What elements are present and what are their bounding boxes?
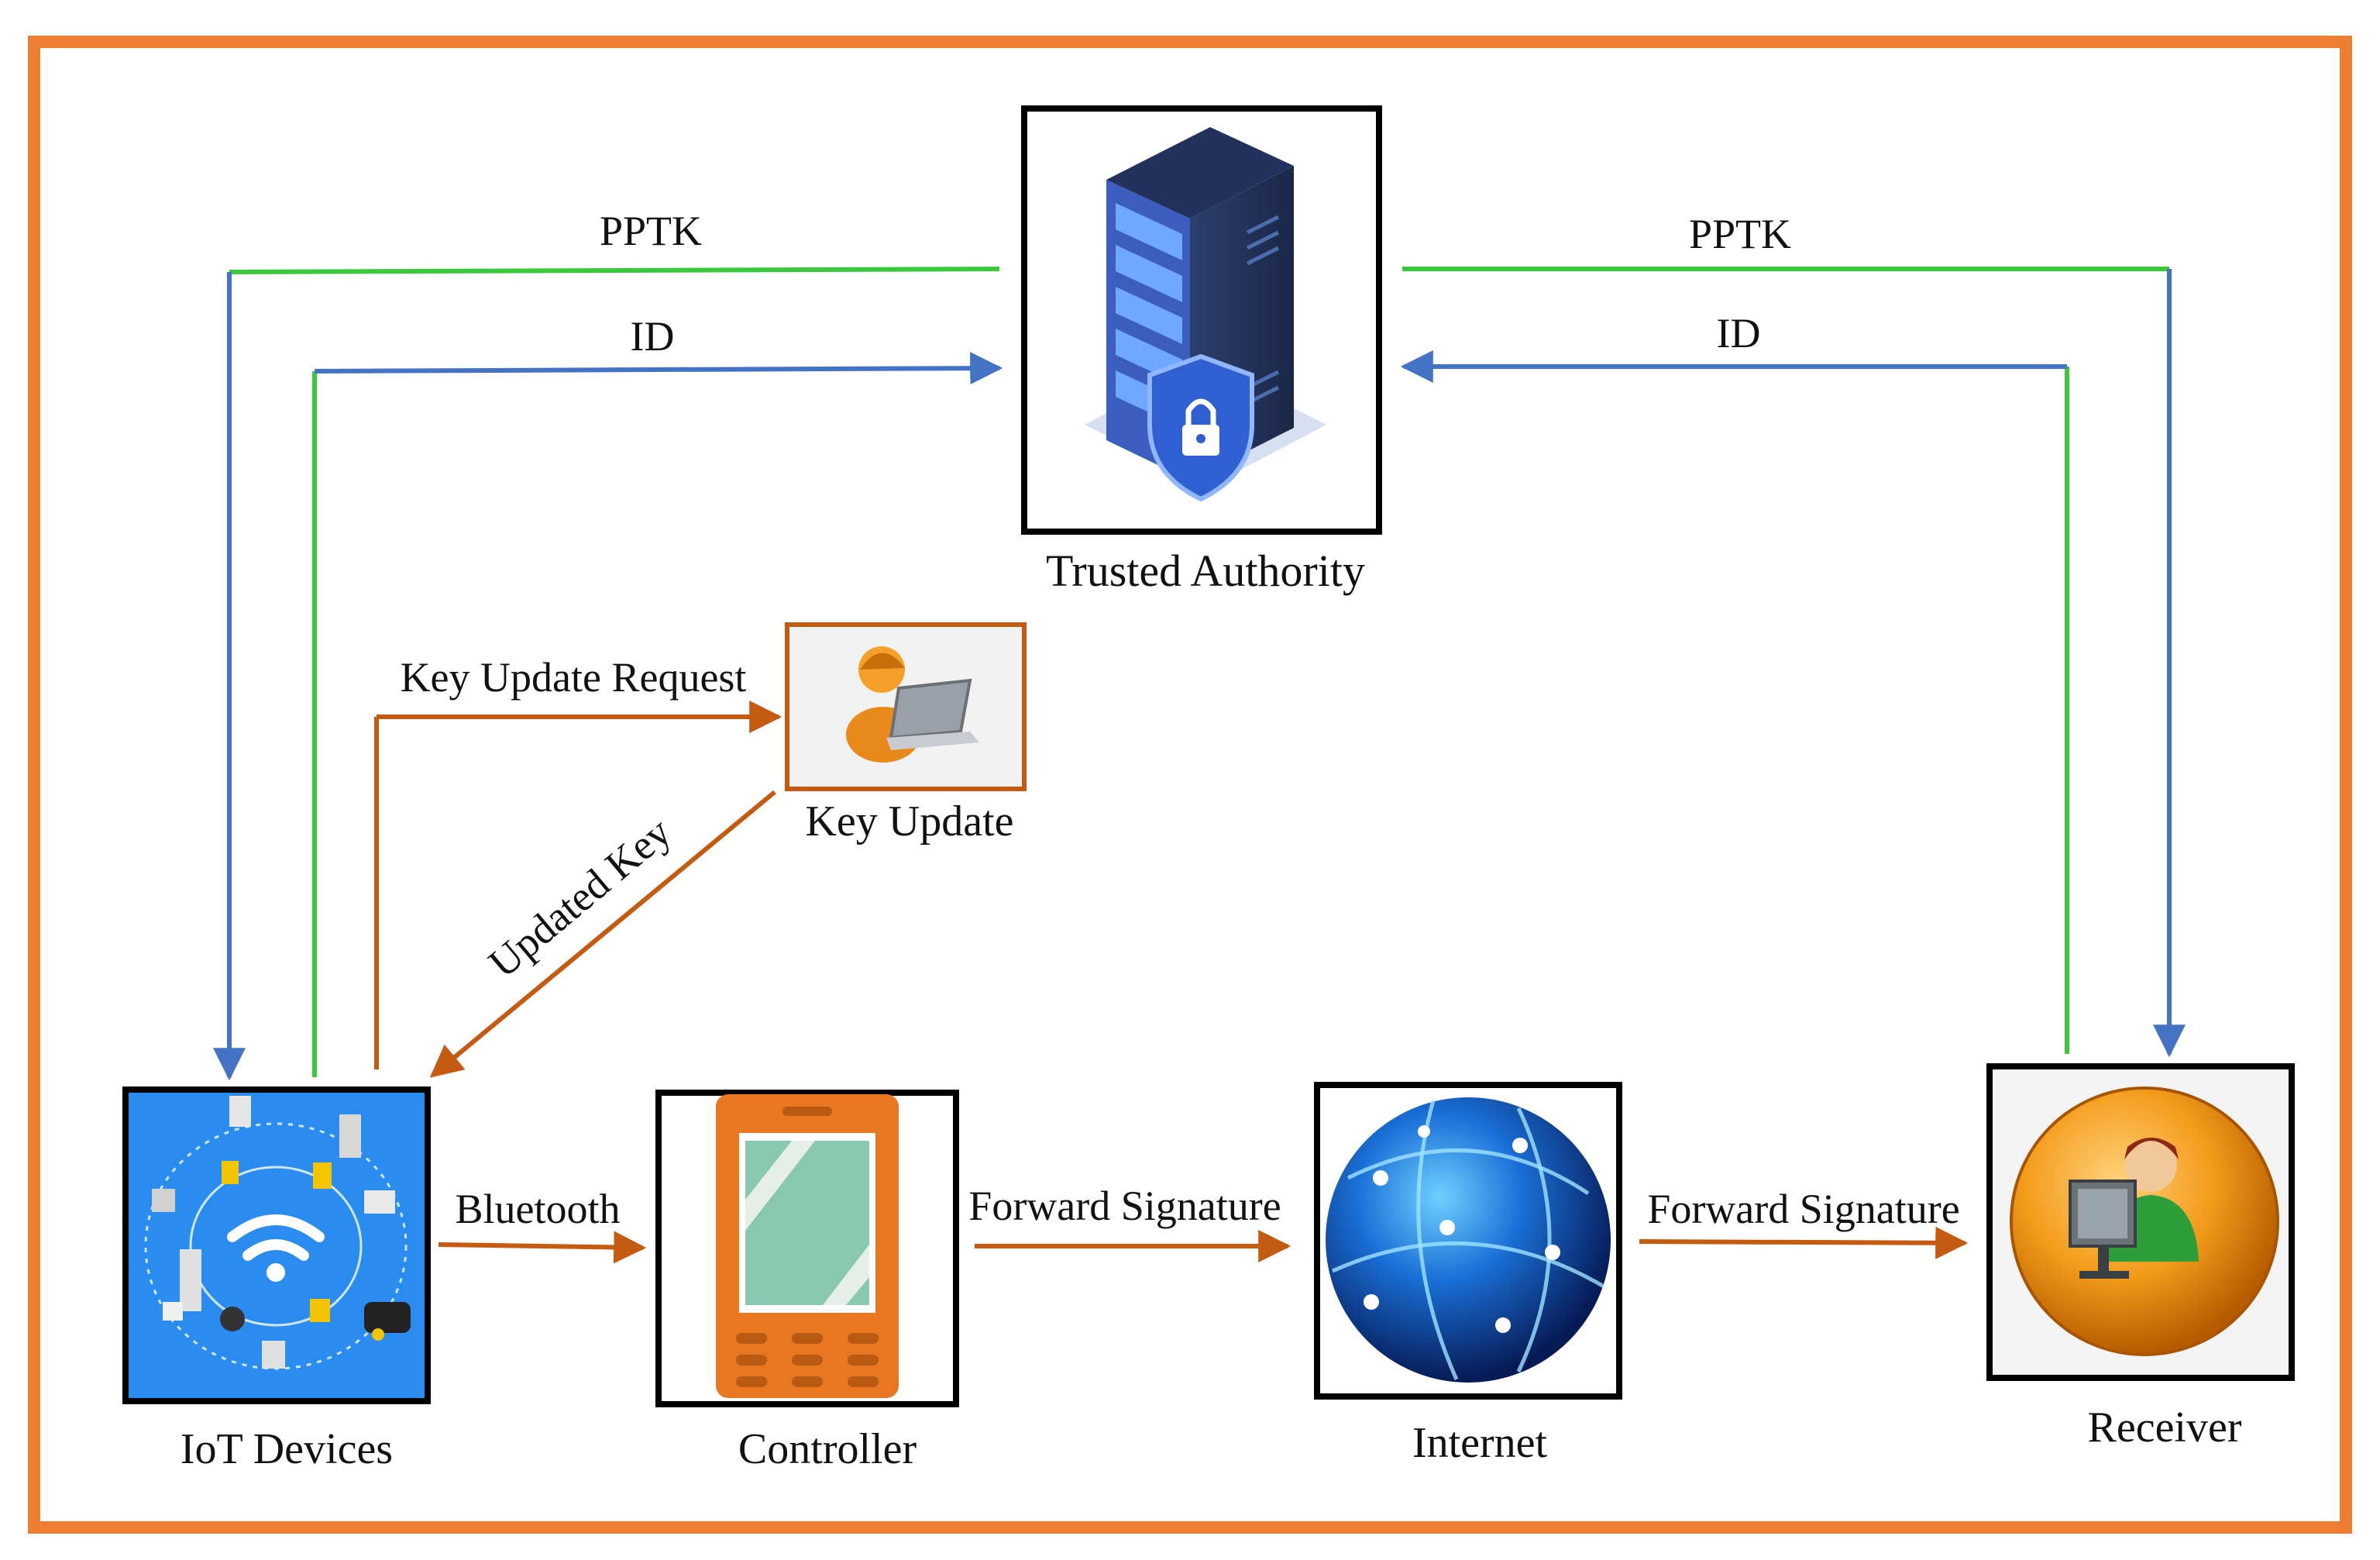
node-label-key-update: Key Update: [805, 797, 1013, 845]
label-key-update-request: Key Update Request: [401, 654, 747, 701]
label-id-left: ID: [631, 313, 675, 360]
edge-key-update-request: [374, 701, 782, 1069]
label-forward-signature-1: Forward Signature: [968, 1183, 1281, 1229]
node-key-update: [785, 622, 1027, 791]
node-label-trusted-authority: Trusted Authority: [1046, 546, 1365, 596]
edge-updated-key: [429, 790, 776, 1078]
edge-pptk-right: [1402, 267, 2186, 1058]
edge-id-right: [1400, 350, 2069, 1054]
node-label-controller: Controller: [738, 1425, 917, 1473]
label-id-right: ID: [1717, 310, 1761, 356]
node-label-iot-devices: IoT Devices: [181, 1425, 393, 1473]
user-computer-icon: [2010, 1086, 2279, 1356]
globe-network-icon: [1326, 1097, 1611, 1383]
edge-id-left: [312, 352, 1003, 1077]
node-label-receiver: Receiver: [2088, 1403, 2242, 1452]
edge-pptk-left: [213, 267, 1000, 1081]
node-receiver: [1986, 1063, 2295, 1381]
iot-devices-icon: [144, 1096, 411, 1370]
label-bluetooth: Bluetooth: [456, 1186, 621, 1232]
label-pptk-right: PPTK: [1689, 211, 1791, 257]
label-forward-signature-2: Forward Signature: [1647, 1186, 1959, 1232]
user-laptop-icon: [846, 646, 979, 763]
secure-server-icon: [1085, 127, 1326, 502]
node-trusted-authority: [1021, 105, 1382, 535]
node-internet: [1314, 1082, 1622, 1400]
node-controller: [655, 1090, 959, 1407]
mobile-phone-icon: [716, 1094, 899, 1398]
label-pptk-left: PPTK: [600, 208, 702, 254]
outer-frame: [28, 36, 2352, 1534]
edge-forward-signature-2: [1639, 1226, 1969, 1259]
node-iot-devices: [122, 1086, 431, 1404]
edge-bluetooth: [438, 1231, 647, 1264]
node-label-internet: Internet: [1412, 1419, 1548, 1467]
